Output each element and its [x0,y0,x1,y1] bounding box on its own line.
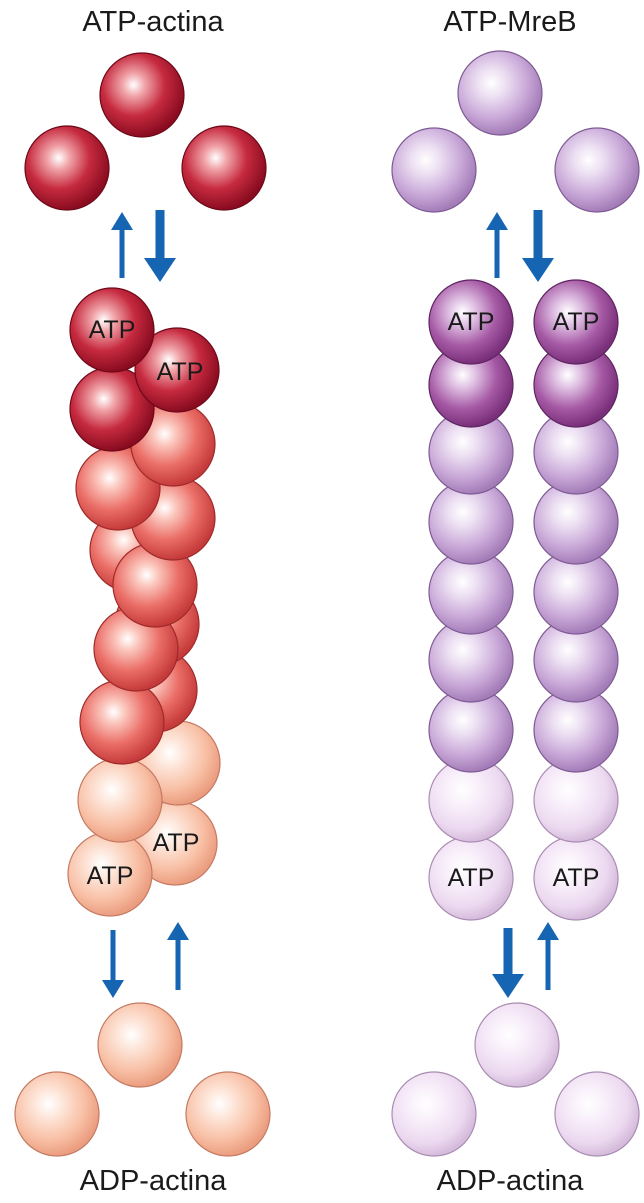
actin-filament-subunit [134,327,220,413]
mreb-top-down-arrow [522,210,554,282]
actin-monomer-top-right [181,125,267,211]
mreb-bottom-down-arrow [492,928,524,998]
actin-filament-subunit [77,757,163,843]
mreb-atp-label-bottom-right: ATP [553,864,600,892]
actin-filament-subunit [69,287,155,373]
mreb-filament-subunit [428,279,514,365]
actin-bottom-up-arrow [167,922,189,990]
spheres-layer [14,50,640,1157]
mreb-bottom-label: ADP-actina [436,1165,584,1197]
mreb-top-label: ATP-MreB [443,6,577,38]
mreb-top-up-arrow [486,212,508,278]
mreb-monomer-top-left [391,127,477,213]
actin-top-up-arrow [111,212,133,278]
mreb-atp-label-top-right: ATP [553,308,600,336]
actin-monomer-top [99,52,185,138]
actin-atp-label-bottom2: ATP [87,862,134,890]
actin-top-label: ATP-actina [82,6,224,38]
actin-atp-label-top2: ATP [157,358,204,386]
mreb-adp-monomer-left [391,1071,477,1157]
mreb-monomer-top [457,50,543,136]
actin-adp-monomer-center [97,1002,183,1088]
mreb-filament-subunit [533,279,619,365]
actin-atp-label-bottom: ATP [153,829,200,857]
mreb-adp-monomer-right [554,1071,640,1157]
actin-filament-subunit [79,679,165,765]
actin-adp-monomer-left [14,1071,100,1157]
actin-atp-label-top: ATP [89,316,136,344]
mreb-adp-monomer-center [474,1002,560,1088]
actin-top-down-arrow [144,210,176,282]
mreb-monomer-top-right [554,127,640,213]
mreb-atp-label-bottom-left: ATP [448,864,495,892]
actin-bottom-down-arrow [102,930,124,998]
mreb-atp-label-top-left: ATP [448,308,495,336]
actin-monomer-top-left [24,125,110,211]
actin-adp-monomer-right [185,1071,271,1157]
mreb-bottom-up-arrow [537,922,559,990]
sphere-labels-layer: ATP ATP ATP ATP ATP ATP ATP ATP [87,308,600,892]
actin-bottom-label: ADP-actina [79,1165,227,1197]
arrows-layer [102,210,559,998]
